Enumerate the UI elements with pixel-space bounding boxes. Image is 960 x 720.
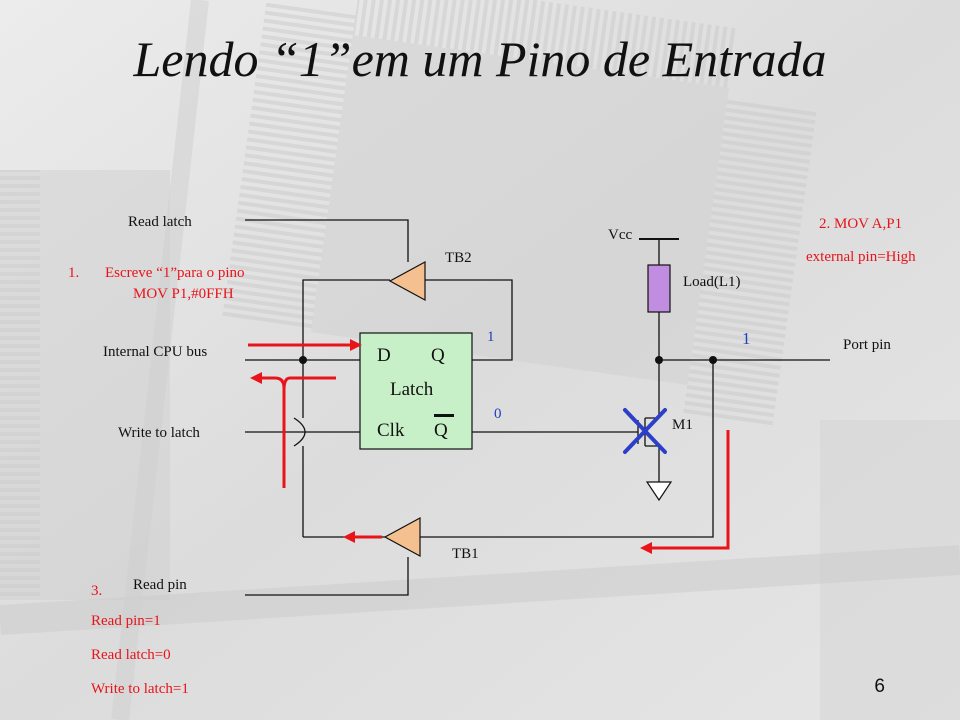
red-arrowheads	[250, 339, 652, 554]
step2-note: external pin=High	[806, 249, 916, 265]
latch-box	[359, 332, 473, 450]
latch-qbar-label: Q	[434, 420, 448, 441]
slide-title: Lendo “1”em um Pino de Entrada	[133, 31, 827, 87]
junction-bus	[299, 356, 307, 364]
vcc-label: Vcc	[608, 227, 633, 243]
step3-read-latch: Read latch=0	[91, 647, 171, 663]
vcc-bar	[639, 238, 679, 240]
junction-pin	[709, 356, 717, 364]
tb1-input-wire	[420, 360, 714, 538]
m1-label: M1	[672, 417, 693, 433]
latch-d-label: D	[377, 345, 391, 366]
q-output-value: 1	[487, 329, 495, 345]
read-latch-wire	[245, 219, 409, 262]
port-pin-label: Port pin	[843, 337, 891, 353]
tb1-buffer	[383, 516, 421, 558]
pin-level-value: 1	[742, 329, 751, 348]
qbar-overline	[434, 414, 454, 417]
port-pin-down-arrow	[650, 430, 730, 550]
page-number: 6	[874, 676, 885, 697]
step2-instruction: 2. MOV A,P1	[819, 216, 903, 232]
internal-cpu-bus-label: Internal CPU bus	[103, 344, 208, 360]
tb2-label: TB2	[445, 250, 472, 266]
latch-q-label: Q	[431, 345, 445, 366]
step1-number: 1.	[68, 265, 80, 281]
read-pin-wire	[245, 557, 409, 596]
load-resistor	[647, 264, 671, 313]
read-latch-label: Read latch	[128, 214, 192, 230]
junction-load	[655, 356, 663, 364]
tb2-buffer	[388, 260, 426, 302]
load-label: Load(L1)	[683, 274, 741, 290]
write-to-latch-label: Write to latch	[118, 425, 200, 441]
cpu-bus-loop-curl	[258, 376, 286, 389]
bus-crossover	[293, 417, 306, 447]
step3-write-latch: Write to latch=1	[91, 681, 189, 697]
step1-text: Escreve “1”para o pino	[105, 265, 245, 281]
latch-title: Latch	[390, 379, 434, 400]
tb2-input-wire	[425, 279, 513, 361]
tb1-label: TB1	[452, 546, 479, 562]
read-pin-label: Read pin	[133, 577, 187, 593]
qbar-output-value: 0	[494, 406, 502, 422]
red-flow-arrows	[248, 343, 730, 550]
step3-read-pin: Read pin=1	[91, 613, 161, 629]
m1-off-mark	[623, 408, 667, 454]
step3-number: 3.	[91, 583, 103, 599]
latch-clk-label: Clk	[377, 420, 405, 441]
tb2-output-wire	[302, 279, 390, 360]
step1-instruction: MOV P1,#0FFH	[133, 286, 234, 302]
cpu-bus-loop-arrow	[282, 376, 336, 488]
ground-symbol	[645, 481, 673, 502]
